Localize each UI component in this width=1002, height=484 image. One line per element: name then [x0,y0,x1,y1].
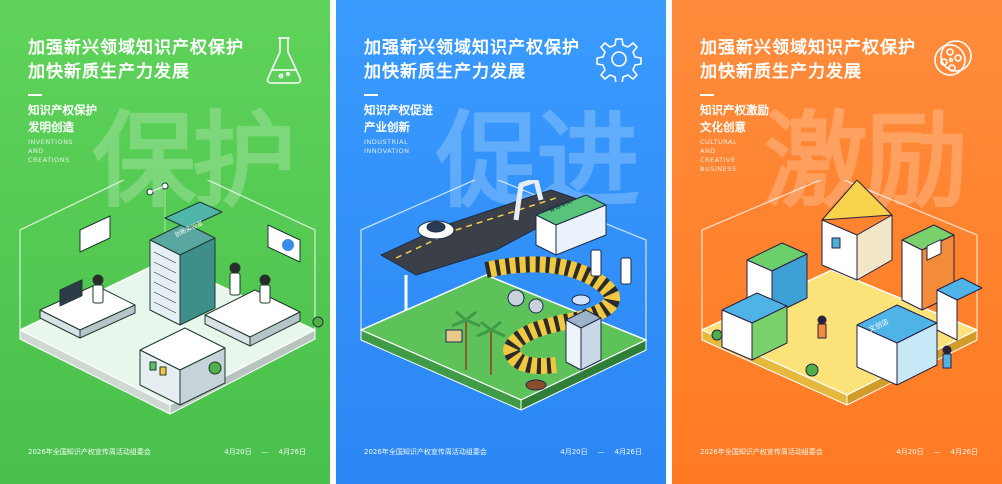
divider [700,94,714,96]
divider [28,94,42,96]
english-line-1: CULTURAL [700,138,738,146]
date-end: 4月26日 [950,448,978,456]
organizer: 2026年全国知识产权宣传周活动组委会 [28,448,151,456]
organizer: 2026年全国知识产权宣传周活动组委会 [700,448,823,456]
laboratory-illustration: 创新实验室 [19,180,324,415]
factory-illustration: 智造车间 [360,180,647,411]
poster-footer: 2026年全国知识产权宣传周活动组委会 4月20日 — 4月26日 [28,447,306,457]
english-line-2: INNOVATION [364,147,410,155]
subtitle-line-1: 知识产权促进 [364,103,433,117]
date-end: 4月26日 [278,448,306,456]
poster-headline: 加强新兴领域知识产权保护 加快新质生产力发展 [364,36,580,84]
flask-icon [266,37,302,84]
poster-footer: 2026年全国知识产权宣传周活动组委会 4月20日 — 4月26日 [364,447,642,457]
poster-subtitle: 知识产权促进 产业创新 [364,102,433,136]
poster-headline: 加强新兴领域知识产权保护 加快新质生产力发展 [28,36,244,84]
english-subtitle: INDUSTRIAL INNOVATION [364,138,409,156]
poster-incentive: 激励 加强新兴领域知识产权保护 加快新质生产力发展 知识产权激励 文化创意 CU… [672,0,1002,484]
date-separator: — [933,448,941,456]
event-dates: 4月20日 — 4月26日 [224,447,306,457]
background-big-characters: 保护 [92,100,296,222]
poster-promotion: 促进 加强新兴领域知识产权保护 加快新质生产力发展 知识产权促进 产业创新 IN… [336,0,666,484]
poster-protection: 保护 加强新兴领域知识产权保护 加快新质生产力发展 知识产权保护 发明创造 IN… [0,0,330,484]
date-end: 4月26日 [614,448,642,456]
creative-street-illustration: 文创店 [701,180,983,406]
subtitle-line-1: 知识产权激励 [700,103,769,117]
date-separator: — [597,448,605,456]
poster-subtitle: 知识产权保护 发明创造 [28,102,97,136]
subtitle-line-1: 知识产权保护 [28,103,97,117]
poster-subtitle: 知识产权激励 文化创意 [700,102,769,136]
english-line-4: BUSINESS [700,165,737,173]
subtitle-line-2: 文化创意 [700,120,746,134]
event-dates: 4月20日 — 4月26日 [560,447,642,457]
headline-line-1: 加强新兴领域知识产权保护 [364,38,580,58]
english-subtitle: CULTURAL AND CREATIVE BUSINESS [700,138,737,174]
headline-line-1: 加强新兴领域知识产权保护 [700,38,916,58]
date-start: 4月20日 [896,448,924,456]
event-dates: 4月20日 — 4月26日 [896,447,978,457]
english-line-2: AND [700,147,716,155]
divider [364,94,378,96]
headline-line-2: 加快新质生产力发展 [364,62,526,82]
date-start: 4月20日 [224,448,252,456]
film-reel-icon [934,40,972,76]
subtitle-line-2: 产业创新 [364,120,410,134]
poster-headline: 加强新兴领域知识产权保护 加快新质生产力发展 [700,36,916,84]
gear-icon [596,38,642,82]
organizer: 2026年全国知识产权宣传周活动组委会 [364,448,487,456]
english-line-3: CREATIONS [28,156,70,164]
poster-footer: 2026年全国知识产权宣传周活动组委会 4月20日 — 4月26日 [700,447,978,457]
english-line-1: INVENTIONS [28,138,74,146]
english-line-3: CREATIVE [700,156,736,164]
headline-line-2: 加快新质生产力发展 [700,62,862,82]
date-start: 4月20日 [560,448,588,456]
english-subtitle: INVENTIONS AND CREATIONS [28,138,73,165]
english-line-2: AND [28,147,44,155]
english-line-1: INDUSTRIAL [364,138,409,146]
headline-line-2: 加快新质生产力发展 [28,62,190,82]
date-separator: — [261,448,269,456]
subtitle-line-2: 发明创造 [28,120,74,134]
headline-line-1: 加强新兴领域知识产权保护 [28,38,244,58]
